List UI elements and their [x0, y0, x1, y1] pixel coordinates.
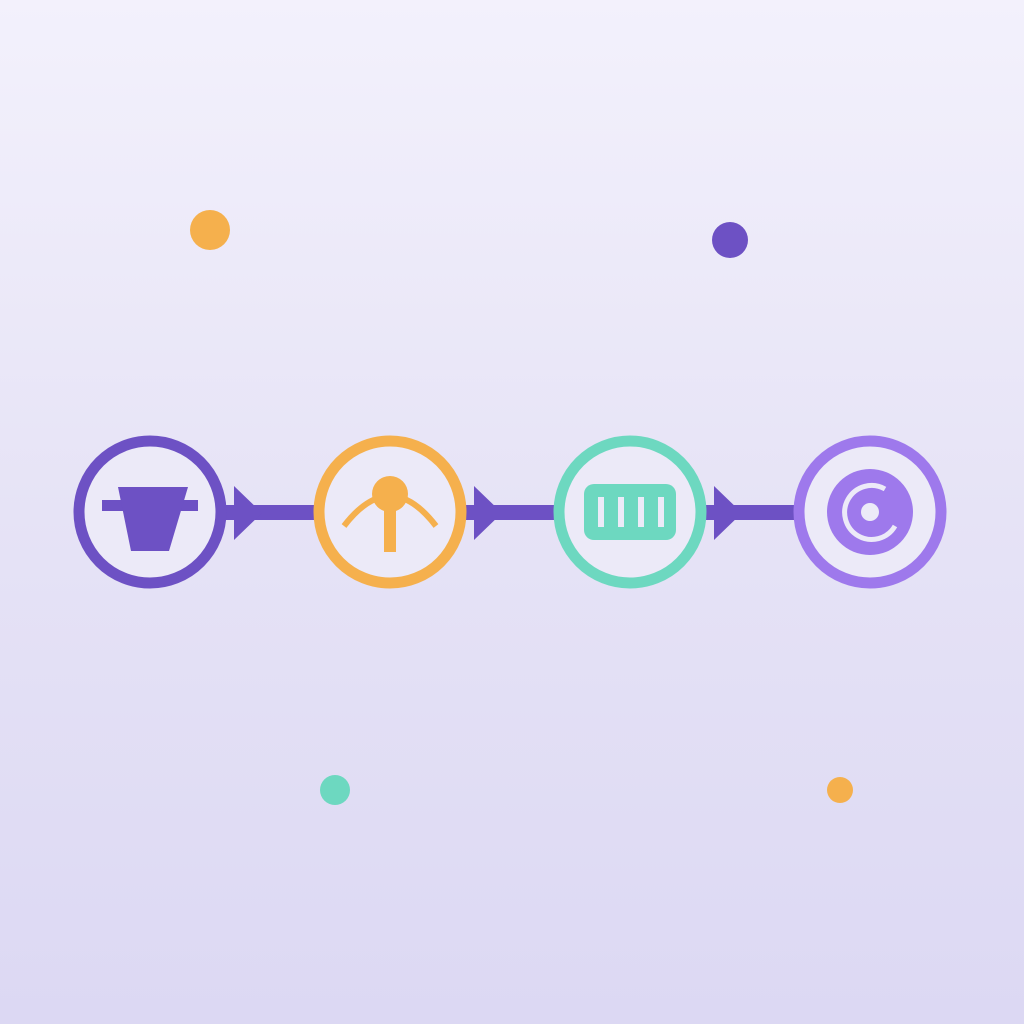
decorative-dot-1	[190, 210, 230, 250]
target-icon	[827, 469, 913, 555]
decorative-dot-3	[320, 775, 350, 805]
decorative-dots	[190, 210, 853, 805]
decorative-dot-2	[712, 222, 748, 258]
connector-3	[700, 486, 800, 540]
step-node-4	[793, 435, 947, 589]
step-node-2	[313, 435, 467, 589]
sensor-icon	[341, 476, 439, 552]
arrow-icon	[474, 486, 502, 540]
decorative-dot-4	[827, 777, 853, 803]
connector-1	[220, 486, 320, 540]
step-node-3	[553, 435, 707, 589]
connector-2	[460, 486, 560, 540]
arrow-icon	[234, 486, 262, 540]
battery-icon	[584, 484, 676, 540]
step-node-1	[73, 435, 227, 589]
funnel-icon	[102, 487, 198, 551]
arrow-icon	[714, 486, 742, 540]
